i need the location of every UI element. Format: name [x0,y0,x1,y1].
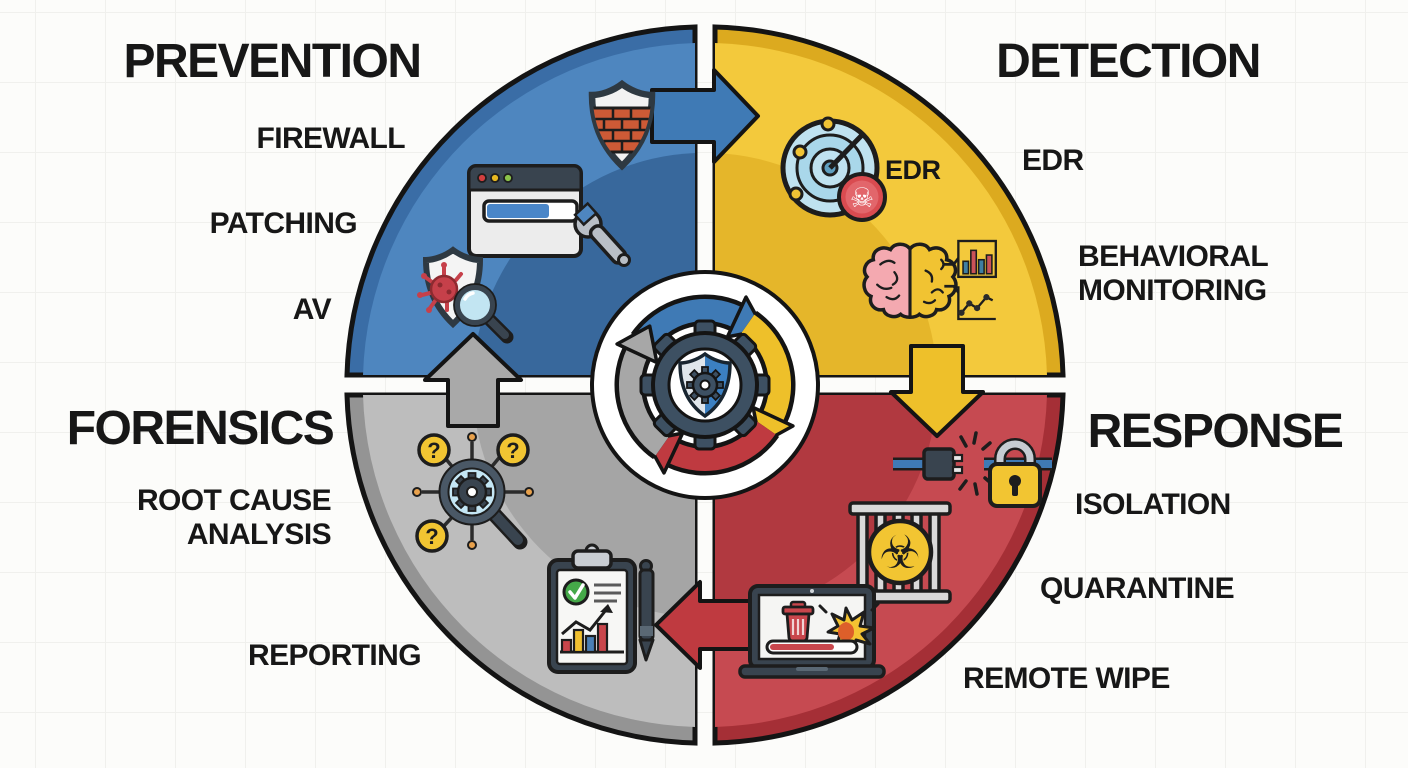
cycle-arrow-gray [614,324,672,460]
question-glyph: ? [425,524,438,549]
detection-item-edr: EDR [1022,144,1084,177]
trash-icon [781,600,815,643]
prevention-title: PREVENTION [123,35,422,88]
biohazard-icon: ☣ [866,518,934,586]
quadrant-detection [712,24,1066,378]
skull-badge-icon: ☠ [837,172,887,222]
detection-inner-edr-label: EDR [885,155,941,185]
cycle-hub [590,270,820,500]
report-clipboard-icon [547,543,655,674]
prevention-item-firewall: FIREWALL [256,122,405,155]
forensics-item-root-cause-analysis: ROOT CAUSE ANALYSIS [136,484,332,552]
prevention-item-av: AV [292,293,332,326]
shield-gear-icon [639,319,771,451]
question-badge-icon: ? [417,433,451,467]
prevention-item-patching: PATCHING [209,207,358,240]
magnifier-icon [453,283,514,344]
virus-icon [417,262,463,313]
biohazard-glyph: ☣ [879,525,920,579]
forensics-item-reporting: REPORTING [248,639,422,672]
remote-wipe-laptop-icon [738,584,886,679]
radar-icon: ☠ [780,116,887,222]
unplugged-cable-icon [893,431,1052,508]
antivirus-shield-icon [417,246,514,344]
line-chart-panel-icon [957,286,996,321]
cycle-arrow-red [644,418,780,476]
question-glyph: ? [506,438,519,463]
arrow-forensics-to-prevention [423,332,523,428]
question-glyph: ? [427,438,440,463]
arrow-detection-to-response [889,344,985,438]
magnifier-gear-icon [438,458,528,550]
response-item-remote-wipe: REMOTE WIPE [963,662,1170,695]
forensics-title: FORENSICS [66,402,335,455]
firewall-brick-shield-icon [588,79,656,171]
response-item-quarantine: QUARANTINE [1040,572,1235,605]
root-cause-analysis-icon: ? ? ? [412,432,534,553]
brain-analytics-icon [862,239,997,321]
pen-icon [638,559,655,662]
bar-chart-panel-icon [957,239,997,279]
padlock-icon [988,438,1042,508]
quarantine-cage-icon: ☣ [848,501,952,604]
patching-window-icon [467,164,631,267]
wrench-icon [573,201,631,267]
detection-item-behavioral-monitoring: BEHAVIORAL MONITORING [1078,240,1268,308]
skull-glyph: ☠ [850,183,874,214]
question-badge-icon: ? [415,519,449,553]
detection-title: DETECTION [996,35,1261,88]
question-badge-icon: ? [496,433,530,467]
response-item-isolation: ISOLATION [1075,488,1231,521]
response-title: RESPONSE [1087,405,1344,458]
arrow-prevention-to-detection [650,68,760,164]
